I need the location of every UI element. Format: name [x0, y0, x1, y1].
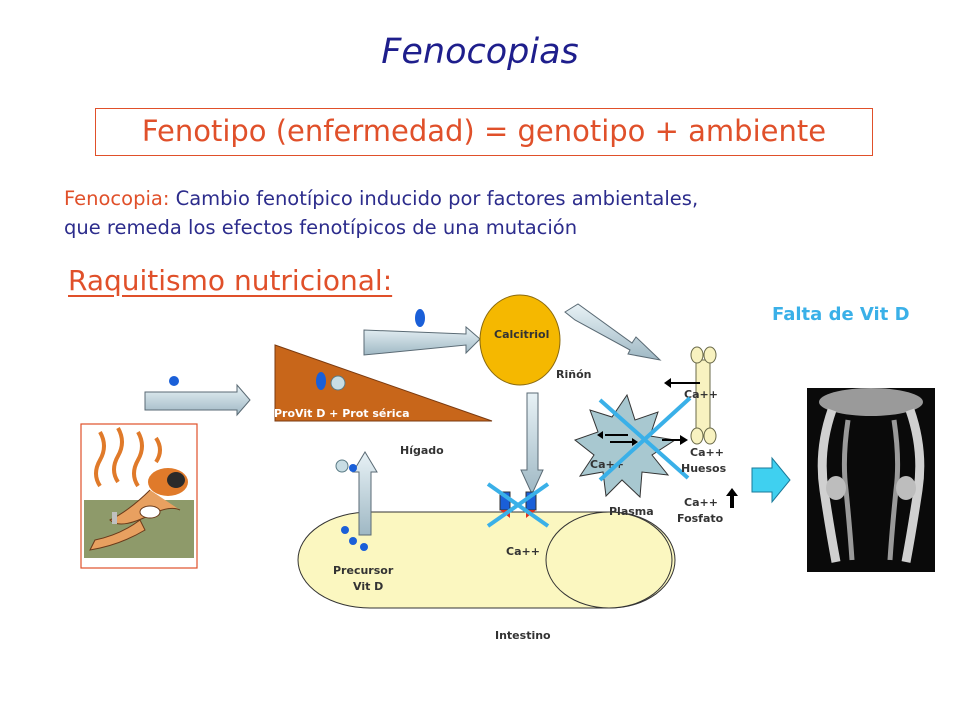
- huesos-label: Huesos: [681, 462, 727, 475]
- formula-box: [95, 108, 873, 156]
- rinon-label: Riñón: [556, 368, 591, 381]
- higado-label: Hígado: [400, 444, 444, 457]
- subtitle: Raquitismo nutricional:: [68, 264, 393, 297]
- blocked-cross: [598, 396, 692, 482]
- sun-arrow: [144, 383, 251, 417]
- ca-bone-bottom-label: Ca++: [690, 446, 724, 459]
- result-arrow: [751, 456, 791, 504]
- plasma-label: Plasma: [609, 505, 654, 518]
- definition-text: Fenocopia: Cambio fenotípico inducido po…: [64, 184, 884, 242]
- vitamin-dot: [169, 376, 179, 386]
- bone-arrow-head: [664, 378, 671, 388]
- plasma-arrow-head: [632, 438, 638, 446]
- blocked-cross: [486, 482, 550, 528]
- intestine-liver-arrow: [352, 451, 378, 536]
- precursor-dot: [341, 526, 349, 534]
- definition-term: Fenocopia:: [64, 187, 170, 210]
- definition-line2: que remeda los efectos fenotípicos de un…: [64, 216, 578, 239]
- ca-intestine-label: Ca++: [506, 545, 540, 558]
- ca-phosphate-label: Ca++: [684, 496, 718, 509]
- rickets-xray: [807, 388, 935, 572]
- intestine-lumen: [545, 511, 673, 609]
- bone-arrow-head: [680, 435, 688, 445]
- precursor-label-1: Precursor: [333, 564, 394, 577]
- ca-bone-top-label: Ca++: [684, 388, 718, 401]
- precursor-dot: [349, 537, 357, 545]
- fosfato-label: Fosfato: [677, 512, 724, 525]
- side-note: Falta de Vit D: [772, 304, 910, 325]
- definition-line1: Cambio fenotípico inducido por factores …: [169, 187, 699, 210]
- phosphate-up-arrow: [726, 488, 738, 508]
- precursor-label-2: Vit D: [353, 580, 383, 593]
- kidney-intestine-arrow: [520, 392, 544, 496]
- plasma-star: [573, 393, 677, 499]
- kidney-bone-arrow: [564, 303, 662, 361]
- precursor-dot: [360, 543, 368, 551]
- provit-dot: [316, 372, 326, 390]
- calcitriol-label: Calcitriol: [494, 328, 549, 341]
- intestine-dot: [335, 459, 349, 473]
- provit-label: ProVit D + Prot sérica: [274, 407, 410, 420]
- liver-kidney-arrow: [363, 325, 481, 356]
- intestine-dot: [349, 464, 357, 472]
- plasma-arrow-head: [597, 431, 603, 439]
- formula-text: Fenotipo (enfermedad) = genotipo + ambie…: [141, 114, 827, 148]
- slide-title: Fenocopias: [381, 32, 579, 72]
- liver-kidney-dot: [415, 309, 425, 327]
- bone: [690, 346, 717, 445]
- liver-triangle: [274, 344, 493, 422]
- kidney: [479, 294, 561, 386]
- protein-dot: [330, 375, 346, 391]
- sunbather-illustration: [80, 423, 198, 569]
- intestino-label: Intestino: [495, 629, 551, 642]
